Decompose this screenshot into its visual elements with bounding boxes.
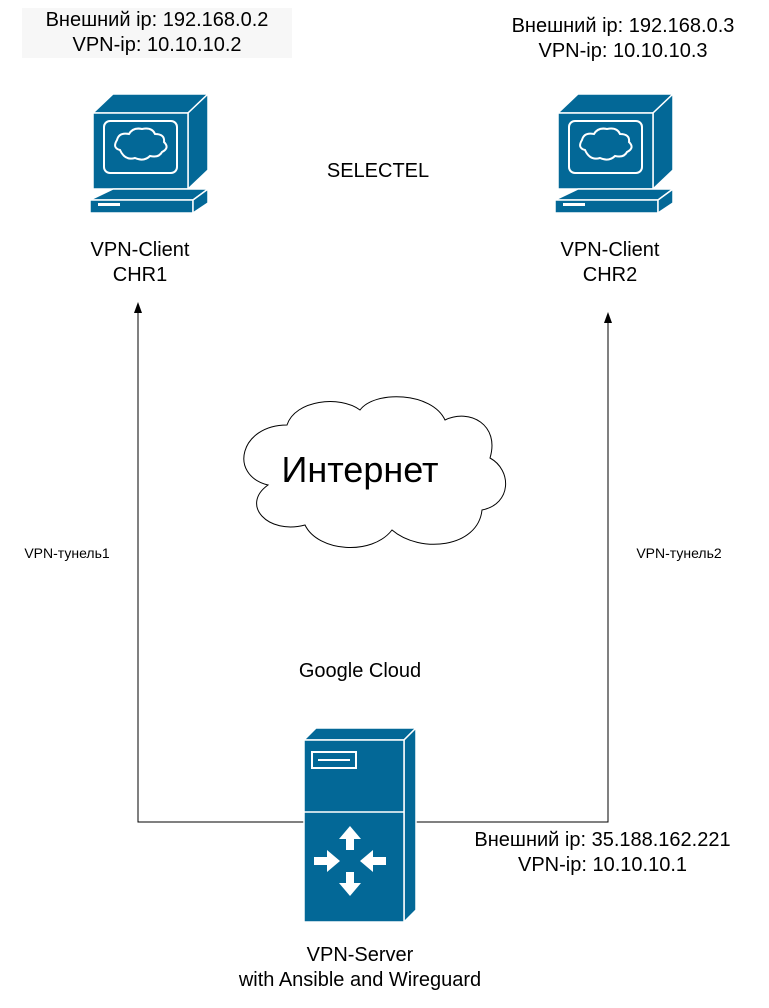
client1-name-line1: VPN-Client (90, 239, 190, 261)
client1-vpn-ip: VPN-ip: 10.10.10.2 (72, 34, 242, 56)
server-name-line2: with Ansible and Wireguard (238, 969, 482, 991)
client2-external-ip: Внешний ip: 192.168.0.3 (511, 15, 735, 37)
client1-name: VPN-Client CHR1 (60, 238, 220, 288)
client2-name-line2: CHR2 (582, 264, 638, 286)
client2-name: VPN-Client CHR2 (530, 238, 690, 288)
server-ip-block: Внешний ip: 35.188.162.221 VPN-ip: 10.10… (440, 828, 765, 878)
server-icon (302, 726, 418, 924)
tunnel1-connector (137, 312, 304, 823)
internet-cloud-shape (243, 396, 506, 549)
server-vpn-ip: VPN-ip: 10.10.10.1 (518, 854, 687, 876)
provider-top-label: SELECTEL (326, 160, 430, 182)
internet-cloud-label: Интернет (281, 449, 439, 490)
provider-bottom-label: Google Cloud (298, 660, 422, 682)
tunnel2-arrowhead (604, 312, 612, 323)
client1-ip-block: Внешний ip: 192.168.0.2 VPN-ip: 10.10.10… (22, 8, 292, 58)
client1-external-ip: Внешний ip: 192.168.0.2 (45, 9, 269, 31)
client1-name-line2: CHR1 (112, 264, 168, 286)
client2-ip-block: Внешний ip: 192.168.0.3 VPN-ip: 10.10.10… (478, 14, 768, 64)
tunnel1-label: VPN-тунель1 (24, 545, 110, 561)
client2-vpn-ip: VPN-ip: 10.10.10.3 (538, 40, 708, 62)
server-name: VPN-Server with Ansible and Wireguard (200, 943, 520, 993)
computer-icon-chr1 (89, 92, 211, 215)
computer-icon-chr2 (554, 92, 676, 215)
client2-name-line1: VPN-Client (560, 239, 660, 261)
tunnel1-arrowhead (134, 302, 142, 313)
tunnel2-connector (416, 322, 609, 823)
server-name-line1: VPN-Server (306, 944, 414, 966)
tunnel2-label: VPN-тунель2 (636, 545, 722, 561)
server-external-ip: Внешний ip: 35.188.162.221 (474, 829, 731, 851)
